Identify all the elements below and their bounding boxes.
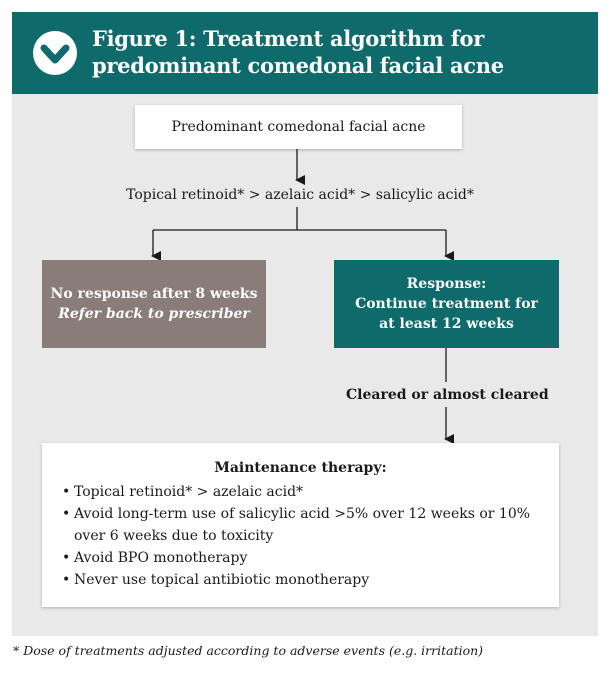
maintenance-list: Topical retinoid* > azelaic acid* Avoid … (62, 481, 539, 591)
no-response-title: No response after 8 weeks (50, 286, 258, 302)
first-line-treatment: Topical retinoid* > azelaic acid* > sali… (126, 187, 474, 203)
chevron-down-circle-icon (33, 31, 77, 75)
maintenance-box: Maintenance therapy: Topical retinoid* >… (42, 443, 559, 607)
maintenance-item: Never use topical antibiotic monotherapy (62, 569, 539, 591)
cleared-label: Cleared or almost cleared (346, 387, 549, 403)
figure-title: Figure 1: Treatment algorithm for predom… (92, 26, 504, 78)
start-condition-label: Predominant comedonal facial acne (171, 119, 426, 135)
footnote: * Dose of treatments adjusted according … (13, 643, 484, 658)
no-response-action: Refer back to prescriber (58, 306, 250, 322)
response-line-1: Continue treatment for (355, 296, 538, 312)
response-box: Response: Continue treatment for at leas… (334, 260, 559, 348)
response-title: Response: (406, 276, 487, 292)
maintenance-item: Avoid long-term use of salicylic acid >5… (62, 503, 539, 547)
maintenance-item: Avoid BPO monotherapy (62, 547, 539, 569)
response-line-2: at least 12 weeks (379, 316, 514, 332)
no-response-box: No response after 8 weeks Refer back to … (42, 260, 266, 348)
start-condition-box: Predominant comedonal facial acne (135, 105, 462, 149)
figure-header: Figure 1: Treatment algorithm for predom… (12, 12, 598, 94)
maintenance-item: Topical retinoid* > azelaic acid* (62, 481, 539, 503)
maintenance-title: Maintenance therapy: (214, 460, 387, 476)
